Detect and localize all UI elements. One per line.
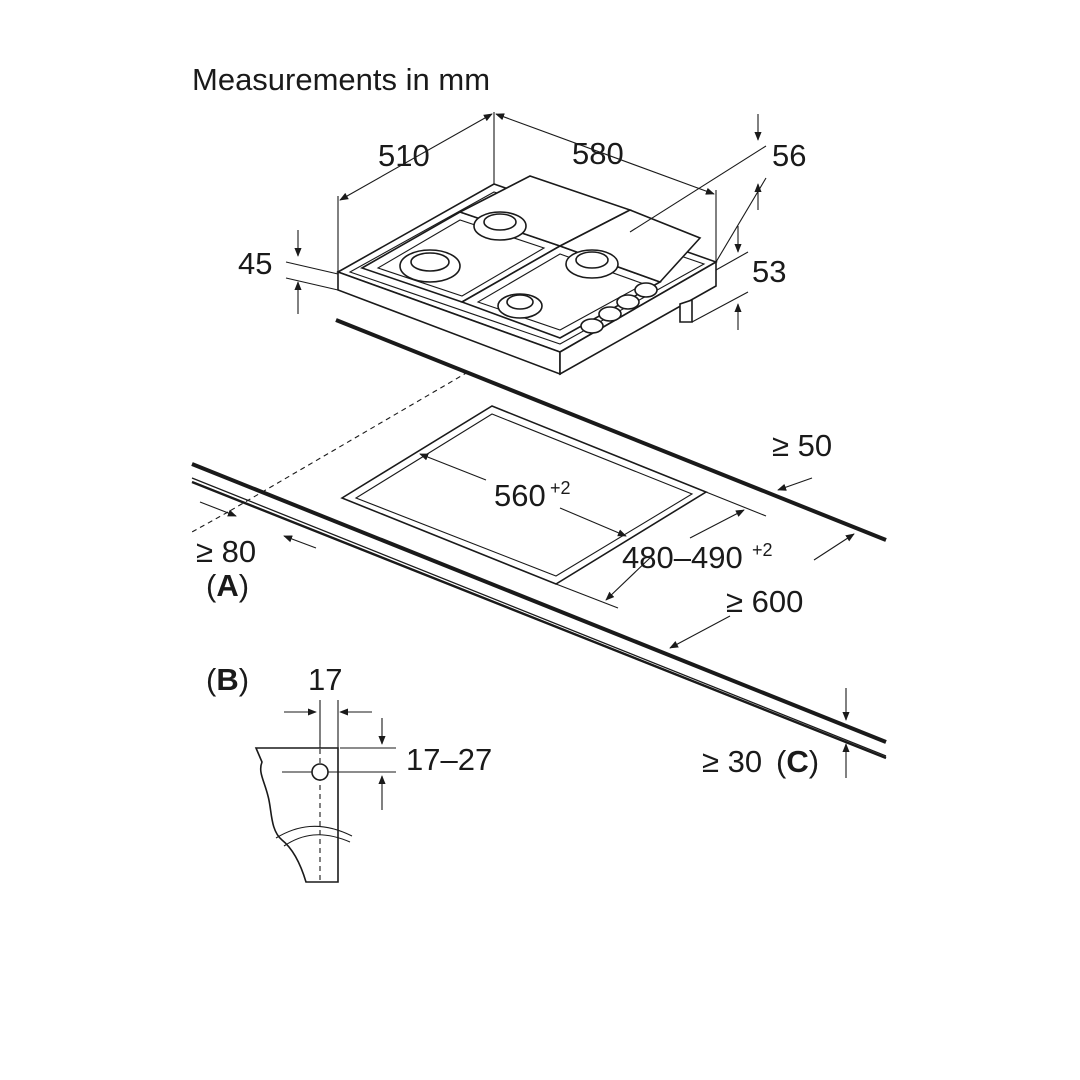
burner-left: [399, 249, 461, 283]
label-a: (A): [206, 568, 249, 603]
detail-b: (B) 17 17–27: [206, 662, 492, 883]
label-b: (B): [206, 662, 249, 697]
dim-height-total: 56: [772, 138, 806, 173]
dim-clip-width: 17: [308, 662, 342, 697]
label-c: (C): [776, 744, 819, 779]
worktop-illustration: [191, 318, 887, 760]
hob-leg: [679, 298, 693, 323]
dim-clip-range: 17–27: [406, 742, 492, 777]
dim-worktop-thickness: ≥ 30: [702, 744, 762, 779]
burner-front: [497, 293, 543, 319]
diagram-title: Measurements in mm: [192, 62, 490, 97]
dim-front-clearance: ≥ 80: [196, 534, 256, 569]
hob-illustration: [336, 175, 718, 376]
dim-height-leg: 53: [752, 254, 786, 289]
dim-cutout-width-tolerance: +2: [550, 478, 571, 498]
burner-back: [473, 211, 527, 241]
dim-height-side: 45: [238, 246, 272, 281]
fixing-clip: [311, 763, 329, 781]
dim-cutout-width: 560: [494, 478, 546, 513]
control-knobs: [580, 282, 658, 334]
dim-hob-width: 580: [572, 136, 624, 171]
hob-dimensions: 510 580 56 45 53: [238, 112, 806, 330]
dim-hob-depth: 510: [378, 138, 430, 173]
worktop-profile: [254, 747, 339, 883]
svg-text:(A): (A): [206, 568, 249, 603]
dim-worktop-depth: ≥ 600: [726, 584, 803, 619]
svg-text:(C): (C): [776, 744, 819, 779]
dim-rear-clearance: ≥ 50: [772, 428, 832, 463]
dim-cutout-depth-tolerance: +2: [752, 540, 773, 560]
worktop-dimensions: 560 +2 480–490 +2 ≥ 50 ≥ 80 (A) ≥ 600 ≥ …: [196, 428, 855, 779]
svg-text:(B): (B): [206, 662, 249, 697]
burner-right: [565, 249, 619, 279]
dim-cutout-depth: 480–490: [622, 540, 743, 575]
